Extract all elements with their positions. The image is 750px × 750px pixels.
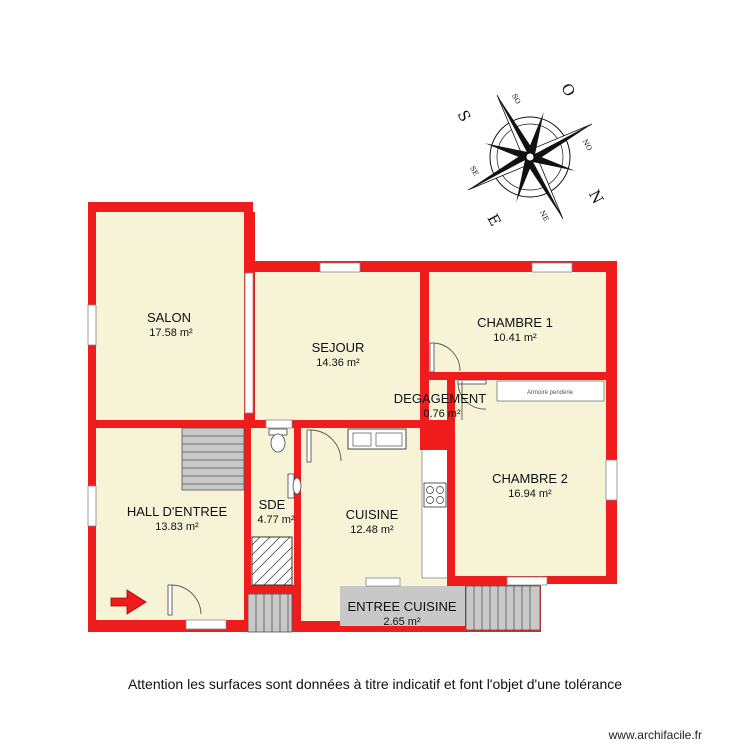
room-labels: SALON 17.58 m² SEJOUR 14.36 m² CHAMBRE 1…: [127, 310, 568, 628]
washbasin-icon: [287, 473, 302, 499]
compass-label-no: NO: [581, 138, 594, 152]
compass-label-e: E: [483, 211, 504, 229]
room-area-degagement: 0.76 m²: [423, 408, 461, 420]
compass-rose: [468, 95, 592, 219]
room-name-degagement: DEGAGEMENT: [394, 391, 487, 406]
sejour-floor: [255, 272, 420, 420]
room-area-sejour: 14.36 m²: [316, 357, 360, 369]
room-area-entree-cuisine: 2.65 m²: [383, 616, 421, 628]
compass-label-se: SE: [468, 165, 480, 178]
entrance-arrow-icon: [110, 589, 147, 615]
cooktop-icon: [423, 482, 447, 508]
armoire: [496, 380, 605, 402]
compass-label-so: SO: [510, 92, 522, 105]
salon-floor: [96, 212, 244, 420]
armoire-label: Armoire penderie: [527, 390, 574, 396]
room-area-chambre1: 10.41 m²: [493, 332, 537, 344]
entree-cuisine-floor: [340, 586, 465, 626]
room-area-sde: 4.77 m²: [257, 514, 295, 526]
stairs-hall: [181, 427, 245, 491]
stairs-entree-cuisine: [465, 585, 541, 631]
room-area-hall: 13.83 m²: [155, 521, 199, 533]
compass-label-ne: NE: [538, 209, 550, 223]
compass-label-o: O: [557, 80, 579, 99]
surface-disclaimer: Attention les surfaces sont données à ti…: [127, 676, 623, 692]
room-name-hall: HALL D'ENTREE: [127, 504, 228, 519]
chambre1-floor: [429, 272, 606, 372]
room-name-sde: SDE: [259, 497, 286, 512]
room-name-sejour: SEJOUR: [312, 340, 365, 355]
room-name-cuisine: CUISINE: [346, 507, 399, 522]
room-name-entree-cuisine: ENTREE CUISINE: [347, 599, 456, 614]
toilet-icon: [268, 428, 288, 453]
stairs-sde: [247, 593, 293, 633]
room-area-salon: 17.58 m²: [149, 327, 193, 339]
doors: [167, 342, 487, 616]
compass-label-n: N: [585, 187, 607, 207]
compass-label-s: S: [454, 107, 475, 125]
room-area-chambre2: 16.94 m²: [508, 488, 552, 500]
shower: [251, 536, 293, 586]
room-name-salon: SALON: [147, 310, 191, 325]
room-name-chambre2: CHAMBRE 2: [492, 471, 568, 486]
room-name-chambre1: CHAMBRE 1: [477, 315, 553, 330]
windows: [87, 262, 618, 630]
floors: [96, 212, 606, 626]
chambre2-floor: [455, 380, 606, 576]
watermark: www.archifacile.fr: [608, 728, 702, 742]
room-area-cuisine: 12.48 m²: [350, 524, 394, 536]
kitchen-sink: [347, 428, 407, 450]
